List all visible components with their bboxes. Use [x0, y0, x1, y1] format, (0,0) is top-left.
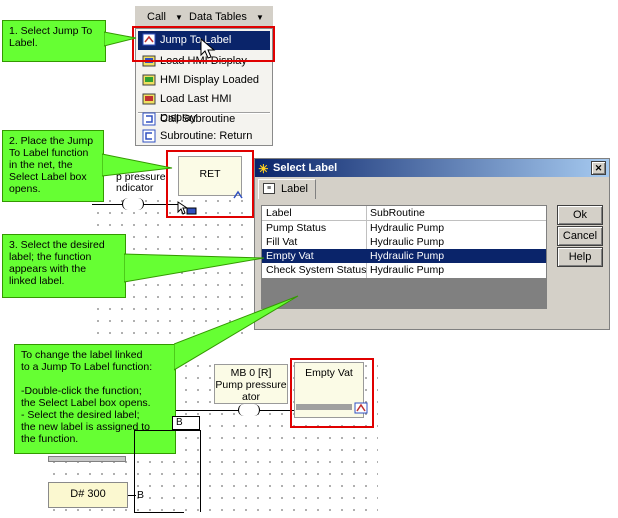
- table-row-selected[interactable]: Empty Vat Hydraulic Pump: [262, 249, 546, 263]
- b-input-box: B: [172, 416, 200, 430]
- vertical-wire: [134, 430, 135, 512]
- d-value-block[interactable]: D# 300: [48, 482, 128, 508]
- help-button[interactable]: Help: [557, 247, 603, 267]
- horizontal-wire-bottom: [134, 512, 184, 513]
- menu-item-load-last-hmi-display[interactable]: Load Last HMI Display: [138, 90, 270, 124]
- pressure-partial-text: p pressure ndicator: [116, 172, 172, 194]
- menu-item-label: Call Subroutine: [160, 113, 236, 125]
- menu-data-tables-label: Data Tables: [189, 11, 247, 23]
- jump-label-icon: [142, 33, 156, 46]
- menu-bar: Call ▼ Data Tables ▼: [135, 6, 273, 28]
- highlight-placed-function: [166, 150, 254, 218]
- column-divider: [366, 206, 367, 278]
- menu-separator: [138, 112, 270, 114]
- ok-button[interactable]: Ok: [557, 205, 603, 225]
- list-icon: ≡: [263, 183, 275, 194]
- menu-item-label: Load Last HMI Display: [160, 93, 232, 124]
- menu-item-label: HMI Display Loaded: [160, 74, 260, 86]
- indicator-partial-label: ator: [241, 391, 261, 403]
- cell-subroutine: Hydraulic Pump: [370, 250, 445, 262]
- callout-step-2: 2. Place the Jump To Label function in t…: [2, 130, 104, 202]
- drag-cursor-icon: [177, 201, 197, 215]
- highlight-empty-vat-function: [290, 358, 374, 428]
- select-label-dialog: ☀ Select Label ✕ ≡ Label Label SubRoutin…: [254, 158, 610, 330]
- table-empty-area: [262, 278, 546, 308]
- dialog-titlebar: ☀ Select Label ✕: [255, 159, 609, 177]
- menu-item-subroutine-return[interactable]: Subroutine: Return: [138, 127, 270, 146]
- column-header-label[interactable]: Label: [266, 207, 292, 219]
- b-label-2: B: [137, 489, 145, 501]
- pump-pressure-label: Pump pressure: [215, 379, 287, 391]
- table-row[interactable]: Pump Status Hydraulic Pump: [262, 221, 546, 235]
- label-table: Label SubRoutine Pump Status Hydraulic P…: [261, 205, 547, 309]
- ret-label: RET: [199, 168, 221, 180]
- tab-label-text: Label: [281, 183, 308, 195]
- menu-call[interactable]: Call ▼: [147, 9, 183, 25]
- highlight-jump-to-label: [132, 26, 275, 62]
- bar-fragment: [48, 456, 126, 462]
- table-header: Label SubRoutine: [262, 206, 546, 221]
- cell-label: Empty Vat: [266, 250, 314, 262]
- cell-subroutine: Hydraulic Pump: [370, 222, 445, 234]
- callout-step-1: 1. Select Jump To Label.: [2, 20, 106, 62]
- cell-subroutine: Hydraulic Pump: [370, 236, 445, 248]
- cancel-button[interactable]: Cancel: [557, 226, 603, 246]
- callout-pointer-2: [102, 153, 173, 177]
- subroutine-return-icon: [142, 129, 156, 143]
- hmi-loaded-icon: [142, 74, 156, 86]
- cell-subroutine: Hydraulic Pump: [370, 264, 445, 276]
- menu-item-label: Subroutine: Return: [160, 130, 253, 142]
- callout-pointer-4: [174, 295, 299, 371]
- close-button[interactable]: ✕: [591, 161, 606, 175]
- pressure-partial-line: p pressure: [116, 171, 166, 183]
- d-value-wire: [128, 495, 136, 496]
- vertical-wire-right: [200, 430, 201, 512]
- table-row[interactable]: Check System Status Hydraulic Pump: [262, 263, 546, 277]
- horizontal-wire: [134, 430, 200, 431]
- menu-item-label: Jump To Label: [160, 34, 232, 46]
- tab-label[interactable]: ≡ Label: [258, 179, 316, 199]
- load-last-hmi-icon: [142, 93, 156, 105]
- cell-label: Pump Status: [266, 222, 327, 234]
- callout-step-3: 3. Select the desired label; the functio…: [2, 234, 126, 298]
- menu-call-label: Call: [147, 11, 166, 23]
- jump-label-icon: [233, 190, 243, 199]
- ret-block[interactable]: RET: [178, 156, 242, 196]
- contact-coil-2: [238, 404, 260, 416]
- chevron-down-icon: ▼: [255, 13, 264, 22]
- call-subroutine-icon: [142, 112, 156, 126]
- callout-change-label: To change the label linked to a Jump To …: [14, 344, 176, 454]
- chevron-down-icon: ▼: [175, 13, 183, 22]
- jump-label-icon: [354, 402, 368, 414]
- empty-vat-label: Empty Vat: [305, 367, 353, 379]
- callout-pointer-3: [124, 253, 265, 283]
- callout-pointer-1: [104, 31, 137, 47]
- menu-data-tables[interactable]: Data Tables ▼: [189, 9, 264, 25]
- indicator-partial-line: ndicator: [116, 182, 154, 194]
- table-row[interactable]: Fill Vat Hydraulic Pump: [262, 235, 546, 249]
- mouse-cursor-icon: [200, 38, 216, 59]
- cell-label: Check System Status: [266, 264, 367, 276]
- cell-label: Fill Vat: [266, 236, 298, 248]
- column-header-subroutine[interactable]: SubRoutine: [370, 207, 425, 219]
- sun-icon: ☀: [258, 162, 269, 176]
- rung-wire-2: [176, 410, 296, 411]
- contact-coil: [122, 198, 144, 210]
- mb-label: MB 0 [R]: [230, 367, 272, 379]
- empty-vat-bar: [296, 404, 352, 410]
- menu-item-call-subroutine[interactable]: Call Subroutine: [138, 110, 270, 129]
- dialog-title: Select Label: [273, 162, 338, 174]
- menu-item-jump-to-label[interactable]: Jump To Label: [138, 31, 270, 50]
- mb-block[interactable]: MB 0 [R] Pump pressure ator: [214, 364, 288, 404]
- menu-item-hmi-display-loaded[interactable]: HMI Display Loaded: [138, 71, 270, 90]
